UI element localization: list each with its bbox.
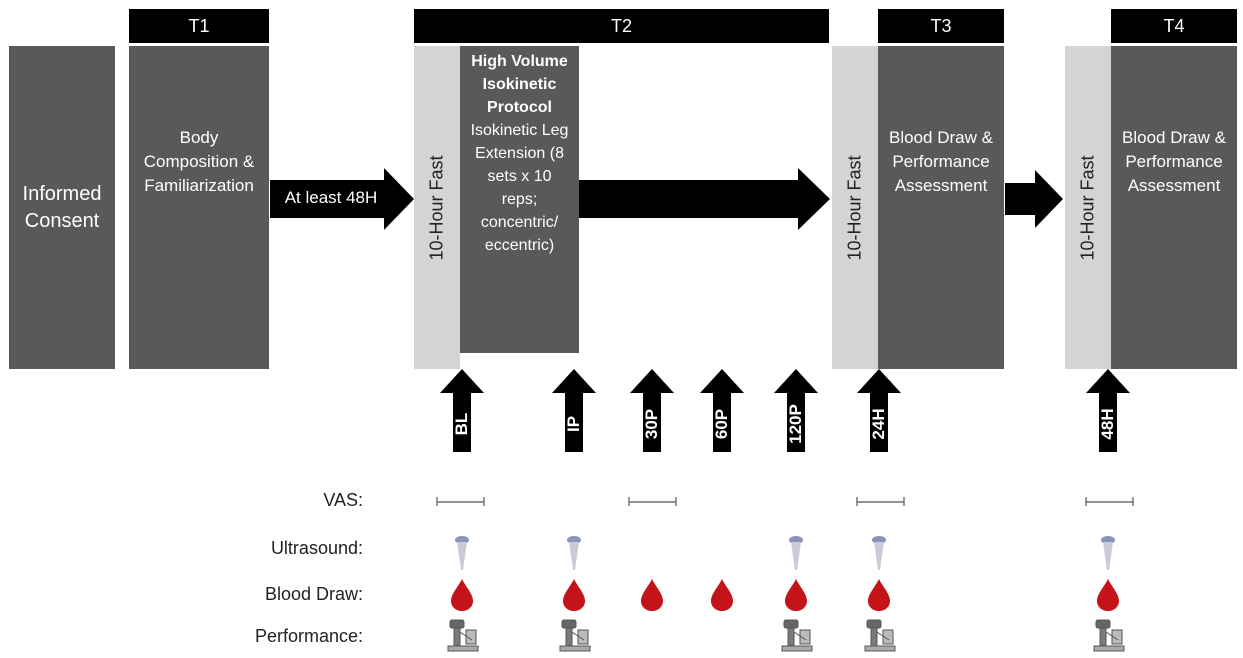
dynamometer-icon-48h xyxy=(1093,619,1125,652)
blood-drop-icon-bl xyxy=(451,579,473,611)
ultrasound-icon-bl xyxy=(455,536,469,570)
row-label-performance: Performance: xyxy=(254,626,363,646)
t3-to-t4-arrow xyxy=(1005,170,1063,228)
row-label-vas: VAS: xyxy=(323,490,363,510)
phase-t3-bar: T3 xyxy=(878,9,1004,43)
vas-icon-48h xyxy=(1085,497,1134,506)
informed-consent-label: Informed Consent xyxy=(22,182,102,232)
gap-arrow-label: At least 48H xyxy=(284,188,378,207)
blood-drop-icon-60p xyxy=(711,579,733,611)
vas-icon-bl xyxy=(436,497,485,506)
fast-box-t4: 10-Hour Fast xyxy=(1065,46,1111,369)
fast-box-t2: 10-Hour Fast xyxy=(414,46,460,369)
protocol-detail: Isokinetic Leg Extension (8 sets x 10 re… xyxy=(470,122,569,254)
timepoint-arrow-60p xyxy=(700,369,744,452)
dynamometer-icon-bl xyxy=(447,619,479,652)
vas-icons xyxy=(436,497,1134,506)
blood-drop-icon-48h xyxy=(1097,579,1119,611)
t1-box-label: Body Composition & Familiarization xyxy=(143,128,255,195)
protocol-title: High Volume Isokinetic Protocol xyxy=(471,53,568,116)
timepoint-label-ip: IP xyxy=(564,415,583,433)
ultrasound-icon-120p xyxy=(789,536,803,570)
timepoint-label-bl: BL xyxy=(452,412,471,436)
blood-drop-icon-ip xyxy=(563,579,585,611)
timepoint-arrow-ip xyxy=(552,369,596,452)
timepoint-arrow-24h xyxy=(857,369,901,452)
ultrasound-icons xyxy=(455,536,1115,570)
phase-t2-bar: T2 xyxy=(414,9,829,43)
ultrasound-icon-24h xyxy=(872,536,886,570)
blood-drop-icon-24h xyxy=(868,579,890,611)
phase-t4-bar: T4 xyxy=(1111,9,1237,43)
informed-consent-box: Informed Consent xyxy=(9,46,115,369)
timepoint-label-30p: 30P xyxy=(642,408,661,440)
row-label-blood-draw: Blood Draw: xyxy=(264,584,363,604)
timepoint-label-60p: 60P xyxy=(712,408,731,440)
ultrasound-icon-ip xyxy=(567,536,581,570)
row-label-ultrasound: Ultrasound: xyxy=(270,538,363,558)
vas-icon-24h xyxy=(856,497,905,506)
timepoint-arrow-120p xyxy=(774,369,818,452)
dynamometer-icon-ip xyxy=(559,619,591,652)
protocol-box: High Volume Isokinetic Protocol Isokinet… xyxy=(460,46,579,353)
fast-box-t3: 10-Hour Fast xyxy=(832,46,878,369)
blood-drop-icons xyxy=(451,579,1119,611)
timepoint-arrow-30p xyxy=(630,369,674,452)
blood-drop-icon-30p xyxy=(641,579,663,611)
timepoint-arrows xyxy=(440,369,1130,452)
t4-box-label: Blood Draw & Performance Assessment xyxy=(1122,128,1226,195)
timepoint-arrow-bl xyxy=(440,369,484,452)
ultrasound-icon-48h xyxy=(1101,536,1115,570)
timepoint-label-120p: 120P xyxy=(786,404,805,444)
performance-icons xyxy=(447,619,1125,652)
t3-box-label: Blood Draw & Performance Assessment xyxy=(889,128,993,195)
t2-to-t3-arrow xyxy=(579,168,830,230)
t1-box: Body Composition & Familiarization xyxy=(129,46,269,369)
vas-icon-30p xyxy=(628,497,677,506)
timepoint-label-48h: 48H xyxy=(1098,408,1117,440)
t3-box: Blood Draw & Performance Assessment xyxy=(878,46,1004,369)
dynamometer-icon-24h xyxy=(864,619,896,652)
phase-t1-bar: T1 xyxy=(129,9,269,43)
t4-box: Blood Draw & Performance Assessment xyxy=(1111,46,1237,369)
timepoint-label-24h: 24H xyxy=(869,408,888,440)
dynamometer-icon-120p xyxy=(781,619,813,652)
timepoint-arrow-48h xyxy=(1086,369,1130,452)
blood-drop-icon-120p xyxy=(785,579,807,611)
gap-arrow xyxy=(270,168,414,230)
